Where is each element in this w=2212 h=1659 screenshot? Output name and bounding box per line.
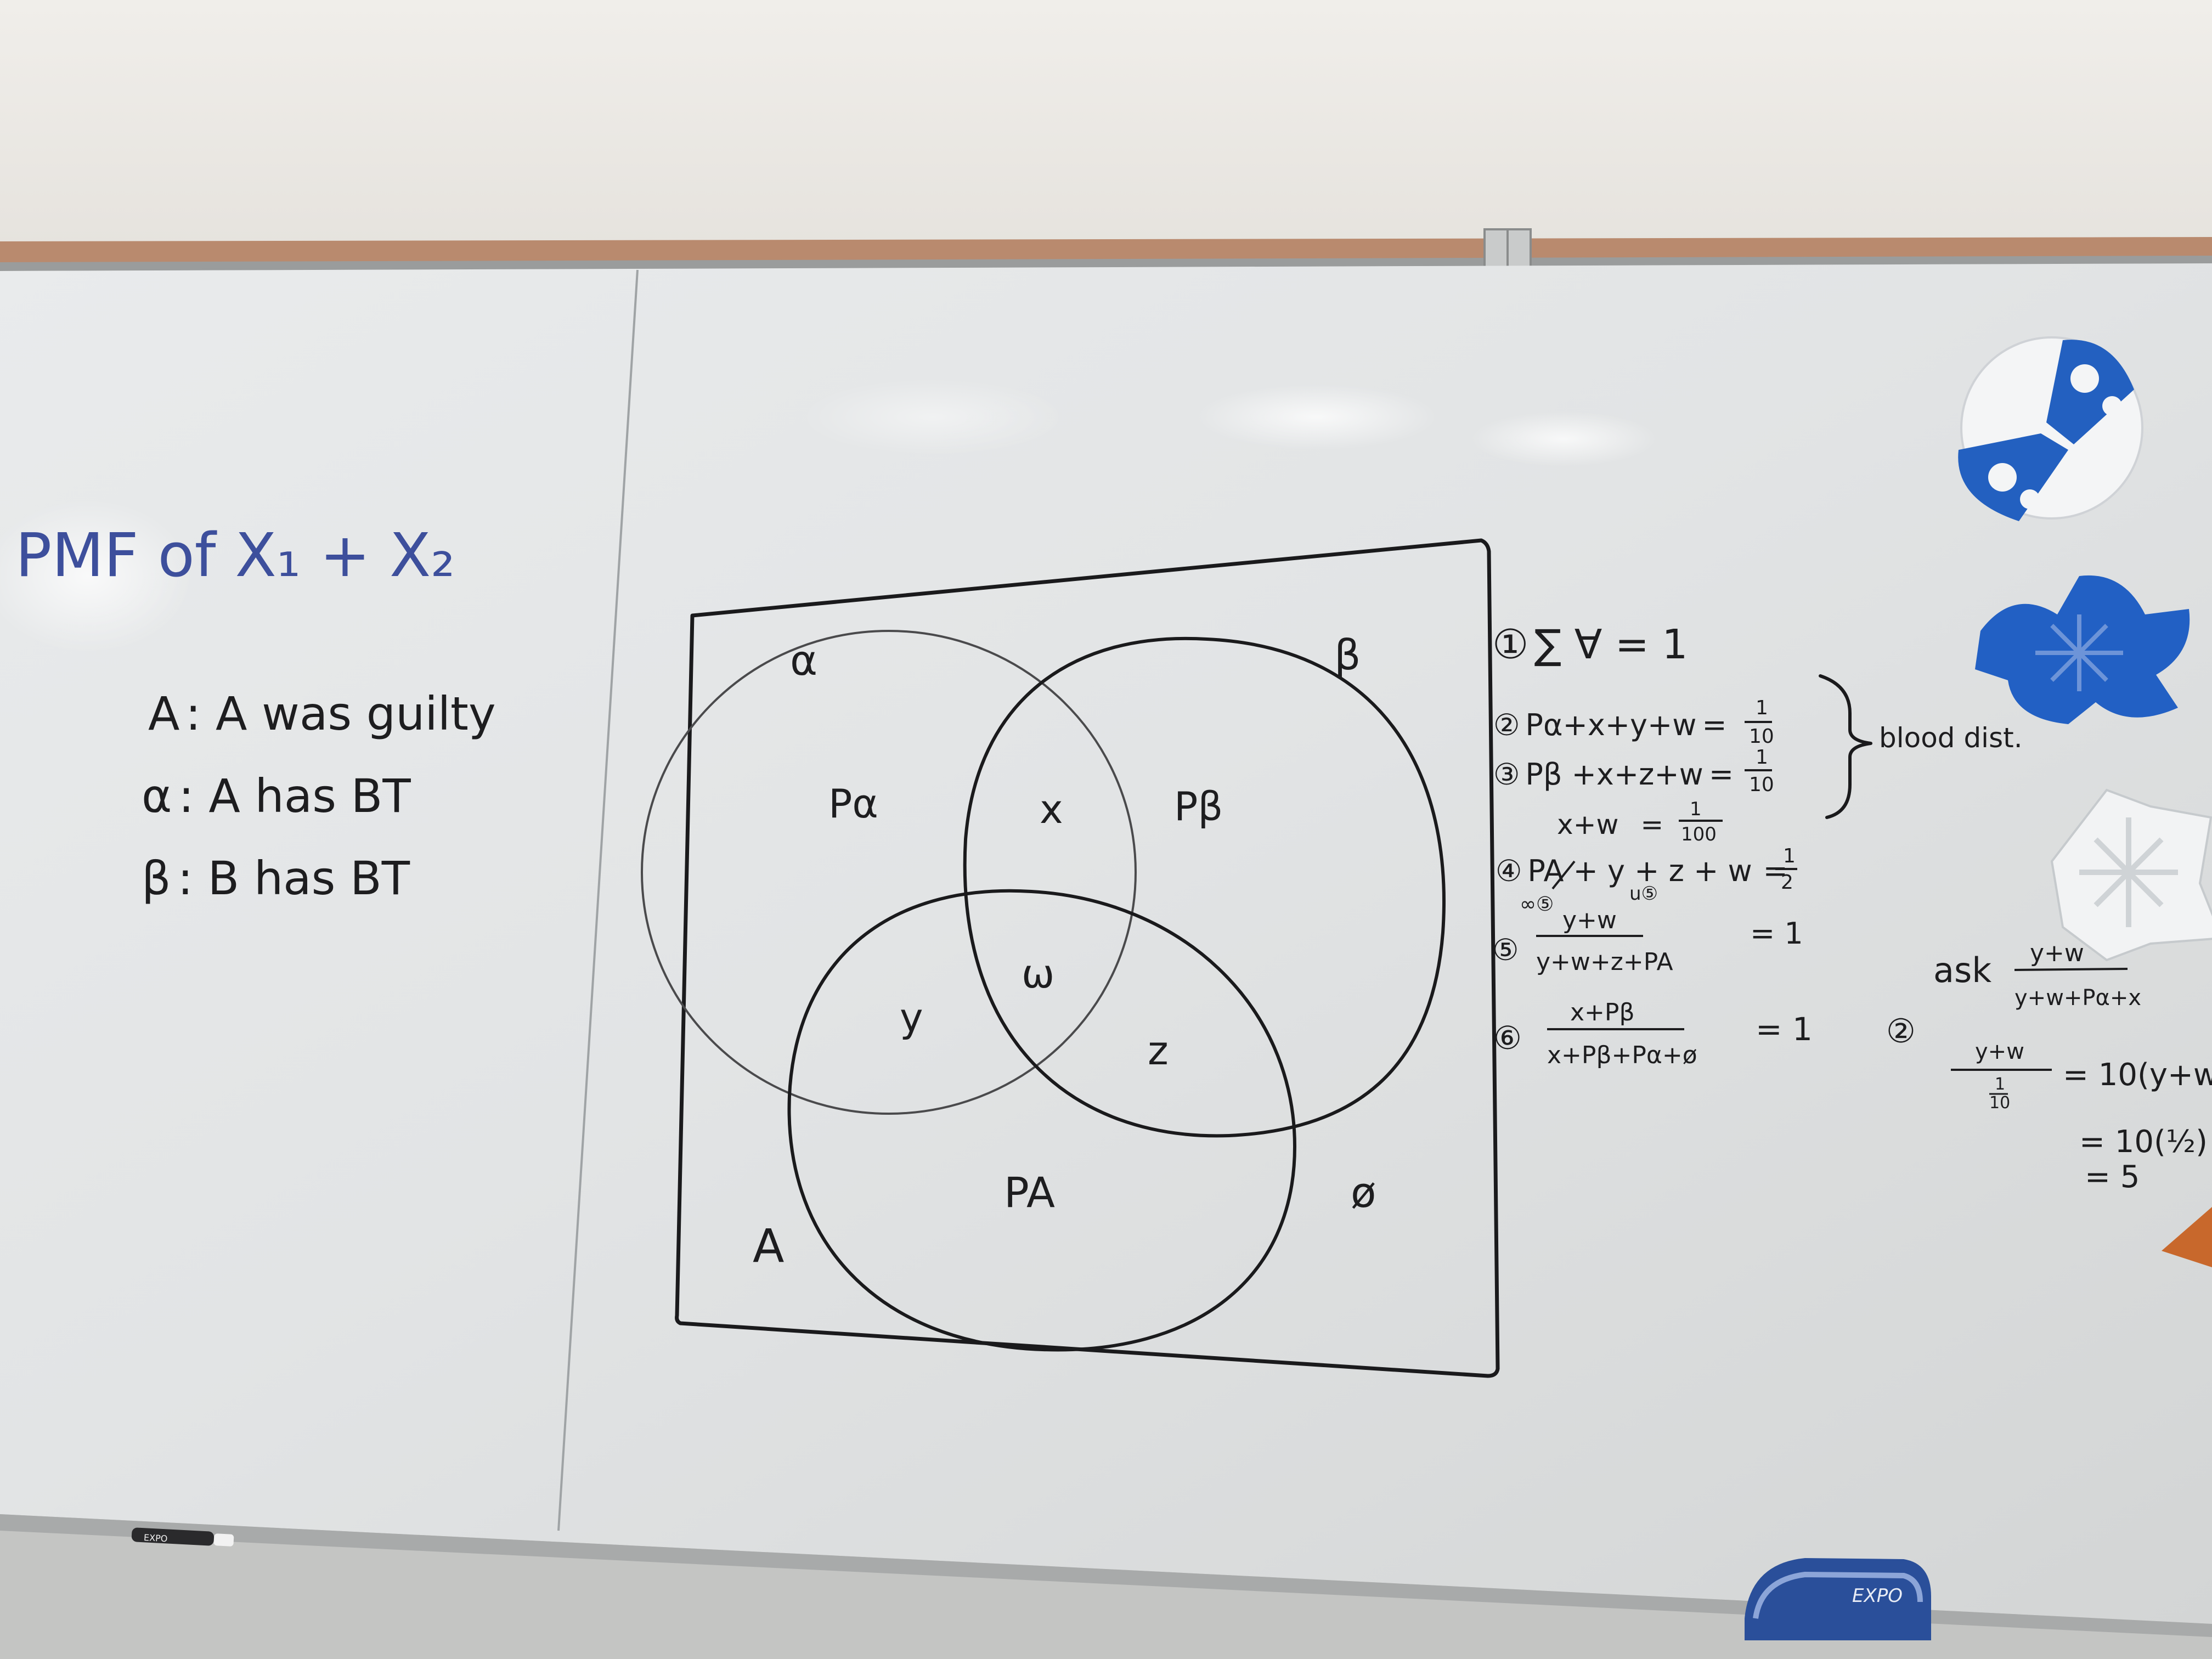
venn-diagram: α β A Pα x Pβ y ω z PA ø bbox=[641, 538, 1500, 1378]
orange-paper bbox=[2162, 1207, 2212, 1267]
eq4-annotation-left: ∞⑤ bbox=[1520, 893, 1554, 916]
eq4-frac-num: 1 bbox=[1783, 845, 1796, 867]
eq1: ①∑ ∀ = 1 bbox=[1492, 621, 1688, 668]
eq6-rhs: = 1 bbox=[1756, 1011, 1813, 1048]
eq3b-frac-num: 1 bbox=[1690, 798, 1702, 820]
region-p-beta: Pβ bbox=[1174, 783, 1223, 830]
whiteboard-surface bbox=[0, 263, 2212, 1624]
work-line-1: = 10(y+w) bbox=[2063, 1057, 2212, 1093]
eq5-num-marker: ⑤ bbox=[1492, 933, 1519, 967]
set-label-alpha: α bbox=[790, 636, 817, 685]
eq6-numerator: x+Pβ bbox=[1570, 998, 1635, 1026]
eq2-frac-num: 1 bbox=[1756, 697, 1768, 719]
panel-seam-1 bbox=[557, 269, 639, 1531]
step-marker: ② bbox=[1886, 1012, 1916, 1051]
marker[interactable]: EXPO bbox=[131, 1527, 234, 1547]
work-line-3: = 5 bbox=[2085, 1159, 2140, 1195]
frac-den-den: 10 bbox=[1989, 1093, 2010, 1113]
frac-den-num: 1 bbox=[1995, 1075, 2005, 1094]
left-panel: PMF of X₁ + X₂ A: A was guilty α: A has … bbox=[15, 520, 496, 905]
eq5-denominator: y+w+z+PA bbox=[1536, 948, 1673, 976]
eq6-denominator: x+Pβ+Pα+ø bbox=[1547, 1041, 1697, 1069]
set-label-A: A bbox=[753, 1219, 784, 1273]
set-label-beta: β bbox=[1334, 630, 1361, 679]
eq3b: x+w= bbox=[1557, 809, 1663, 840]
pmf-title: PMF of X₁ + X₂ bbox=[15, 520, 455, 590]
circle-A bbox=[787, 889, 1296, 1352]
ask-denominator: y+w+Pα+x bbox=[2015, 985, 2141, 1011]
region-p-alpha: Pα bbox=[828, 781, 878, 827]
sample-space-box bbox=[675, 538, 1500, 1378]
brace bbox=[1819, 674, 1872, 819]
definition-A: A: A was guilty bbox=[148, 687, 496, 741]
region-z: z bbox=[1148, 1028, 1169, 1074]
ask-label: ask bbox=[1933, 950, 1991, 990]
frac-numerator: y+w bbox=[1975, 1039, 2024, 1064]
snowflake-blue-white bbox=[1958, 336, 2143, 521]
eraser[interactable]: EXPO bbox=[1745, 1558, 1931, 1640]
ask-numerator: y+w bbox=[2030, 939, 2084, 967]
definition-beta: β: B has BT bbox=[142, 851, 410, 905]
eraser-label: EXPO bbox=[1852, 1585, 1903, 1607]
marker-label: EXPO bbox=[144, 1532, 168, 1544]
eq5-rhs: = 1 bbox=[1750, 916, 1803, 951]
eq2-frac-den: 10 bbox=[1749, 725, 1774, 748]
region-p-A: PA bbox=[1004, 1168, 1055, 1217]
region-empty: ø bbox=[1351, 1168, 1376, 1217]
wall bbox=[0, 0, 2212, 247]
eq3-frac-num: 1 bbox=[1756, 746, 1768, 769]
eq6-num-marker: ⑥ bbox=[1493, 1019, 1522, 1057]
eq4-frac-den: 2 bbox=[1781, 871, 1793, 894]
circle-alpha bbox=[641, 630, 1137, 1115]
top-rail bbox=[0, 256, 2212, 271]
eq3b-frac-den: 100 bbox=[1681, 823, 1717, 845]
eq4-annotation-right: u⑤ bbox=[1629, 883, 1658, 905]
snowflake-white bbox=[2050, 788, 2212, 962]
right-work: ask y+w y+w+Pα+x ② y+w 1 10 = 10(y+w) = … bbox=[1886, 939, 2212, 1195]
region-w: ω bbox=[1022, 951, 1054, 997]
snowflake-blue bbox=[1975, 575, 2190, 724]
definition-alpha: α: A has BT bbox=[142, 769, 411, 823]
region-x: x bbox=[1040, 786, 1063, 832]
brace-label: blood dist. bbox=[1879, 722, 2023, 754]
eq3-frac-den: 10 bbox=[1749, 774, 1774, 796]
circle-beta bbox=[963, 636, 1446, 1138]
eq5-numerator: y+w bbox=[1562, 906, 1617, 934]
work-line-2: = 10(½) bbox=[2079, 1124, 2208, 1160]
region-y: y bbox=[900, 995, 923, 1041]
